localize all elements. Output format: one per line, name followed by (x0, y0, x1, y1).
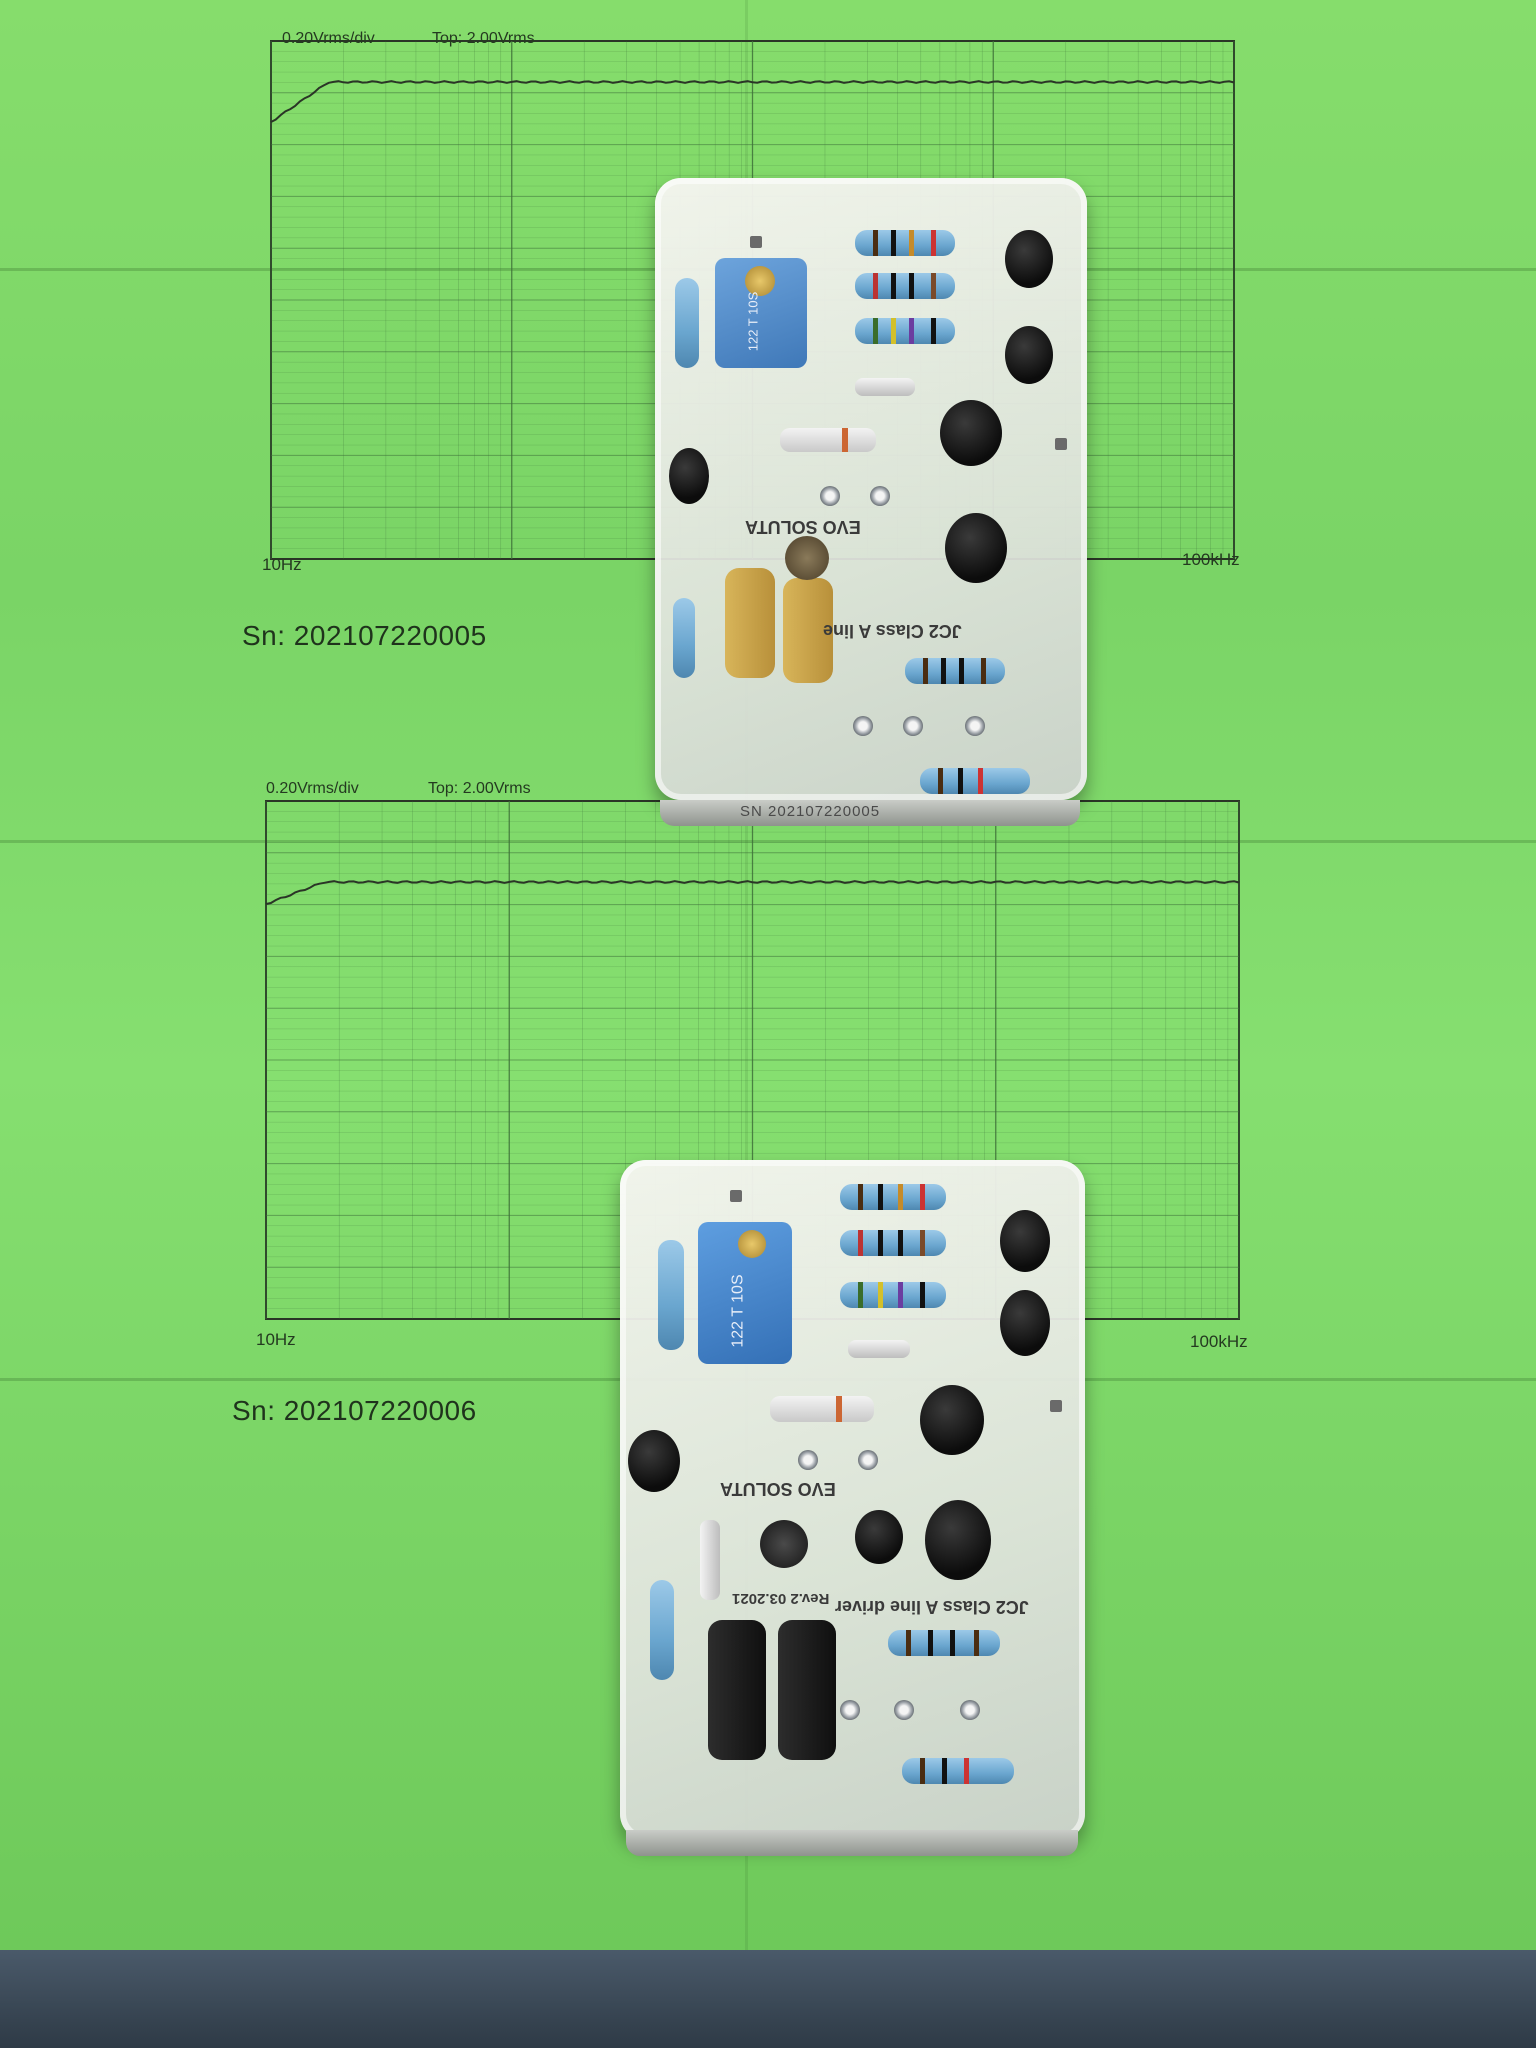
solder-pad (750, 236, 762, 248)
resistor (883, 658, 1027, 684)
logo-icon (760, 1520, 808, 1568)
solder-pad-j5 (820, 486, 840, 506)
resistor (880, 1758, 1036, 1784)
electrolytic-capacitor (725, 568, 775, 678)
resistor (833, 230, 977, 256)
solder-pad (1055, 438, 1067, 450)
resistor (866, 1630, 1022, 1656)
solder-pad-j2 (858, 1450, 878, 1470)
plot-2-x-start-label: 10Hz (256, 1330, 296, 1349)
electrolytic-capacitor (708, 1620, 766, 1760)
transistor (1005, 230, 1053, 288)
transistor (855, 1510, 903, 1564)
resin-module-1: 122 T 10S EVO SOLUTA JC2 Class A line (655, 178, 1087, 800)
diode (848, 1340, 910, 1358)
resistor (833, 318, 977, 344)
resistor-vertical (628, 1580, 696, 1680)
brand-text: EVO SOLUTA (745, 517, 861, 537)
diode (770, 1396, 874, 1422)
module-2-side (626, 1830, 1078, 1856)
logo-icon (785, 536, 829, 580)
solder-pad (730, 1190, 742, 1202)
solder-pad (1050, 1400, 1062, 1412)
resistor (818, 1282, 968, 1308)
serial-number-1: Sn: 202107220005 (242, 620, 487, 651)
solder-pad-j5 (798, 1450, 818, 1470)
module-1-side: SN 202107220005 (660, 800, 1080, 826)
transistor (920, 1385, 984, 1455)
module-1-side-serial: SN 202107220005 (740, 803, 881, 820)
trimmer-capacitor: 122 T 10S (698, 1222, 792, 1364)
serial-number-2: Sn: 202107220006 (232, 1395, 477, 1426)
diode (855, 378, 915, 396)
resistor (818, 1184, 968, 1210)
transistor (1005, 326, 1053, 384)
solder-pad-j8 (965, 716, 985, 736)
cap-marking: 122 T 10S (729, 1274, 747, 1348)
plot-2-x-end-label: 100kHz (1190, 1332, 1248, 1351)
brand-text: EVO SOLUTA (720, 1479, 836, 1499)
solder-pad-j4 (840, 1700, 860, 1720)
transistor (940, 400, 1002, 466)
plot-2-scale-label: 0.20Vrms/div (266, 780, 359, 797)
solder-pad-j4 (853, 716, 873, 736)
response-trace (270, 80, 1235, 123)
transistor (925, 1500, 991, 1580)
resistor (898, 768, 1052, 794)
revision-text: Rev.2 03.2021 (732, 1590, 830, 1607)
resistor-vertical (655, 278, 721, 368)
plot-1-x-end-label: 100kHz (1182, 550, 1240, 569)
resistor (833, 273, 977, 299)
electrolytic-capacitor (783, 578, 833, 683)
response-trace (265, 880, 1240, 905)
paper-fold-line (0, 840, 1536, 843)
resistor-vertical (655, 598, 717, 678)
cap-marking: 122 T 10S (745, 291, 761, 352)
plot-1-top-label: Top: 2.00Vrms (432, 30, 535, 47)
resistor (818, 1230, 968, 1256)
board-label: JC2 Class A line driver (835, 1597, 1029, 1617)
paper-fold-line-vertical (745, 0, 748, 1950)
plot-1-scale-label: 0.20Vrms/div (282, 30, 375, 47)
solder-pad-j6 (903, 716, 923, 736)
transistor (628, 1430, 680, 1492)
diode-vertical (700, 1520, 720, 1600)
diode (780, 428, 876, 452)
table-surface (0, 1950, 1536, 2048)
transistor (1000, 1210, 1050, 1272)
resistor-vertical (636, 1240, 706, 1350)
solder-pad-j8 (960, 1700, 980, 1720)
solder-pad-j2 (870, 486, 890, 506)
transistor (669, 448, 709, 504)
board-label: JC2 Class A line (823, 621, 962, 641)
trimmer-capacitor: 122 T 10S (715, 258, 807, 368)
plot-1-x-start-label: 10Hz (262, 555, 302, 574)
plot-2-top-label: Top: 2.00Vrms (428, 780, 531, 797)
transistor (945, 513, 1007, 583)
transistor (1000, 1290, 1050, 1356)
solder-pad-j6 (894, 1700, 914, 1720)
electrolytic-capacitor (778, 1620, 836, 1760)
resin-module-2: 122 T 10S EVO SOLUTA Rev.2 03.2021 JC2 C… (620, 1160, 1085, 1840)
